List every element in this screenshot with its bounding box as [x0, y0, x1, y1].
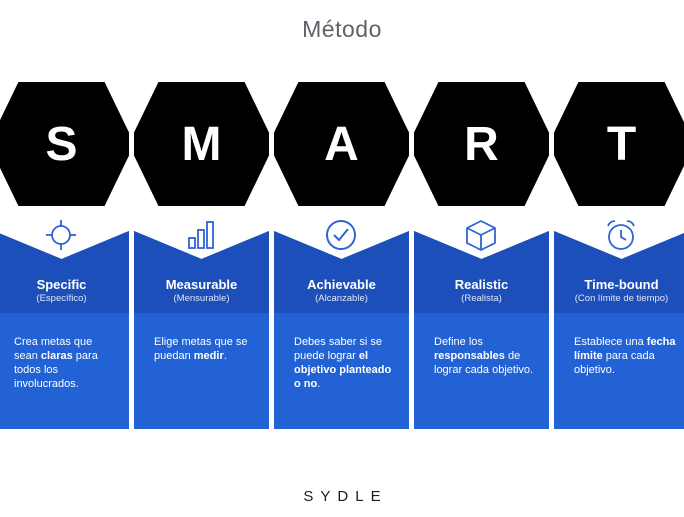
alarm-clock-icon	[604, 218, 638, 252]
item-description: Elige metas que se puedan medir.	[154, 335, 258, 363]
description-highlight: fecha límite	[574, 336, 676, 362]
item-name: Realistic	[454, 277, 509, 292]
hexagon-shape	[134, 82, 269, 206]
description-text: Establece una	[574, 336, 647, 348]
crosshair-icon	[44, 218, 78, 252]
item-description: Crea metas que sean claras para todos lo…	[14, 335, 118, 391]
item-name: Measurable	[165, 277, 238, 292]
card-body-bg	[554, 313, 684, 429]
smart-column-a: A Achievable(Alcanzable) Debes saber si se…	[274, 72, 409, 429]
hexagon-shape	[414, 82, 549, 206]
item-subtitle: (Mensurable)	[173, 293, 230, 304]
item-card	[134, 231, 269, 429]
item-name: Specific	[36, 277, 87, 292]
item-card	[274, 231, 409, 429]
description-text: .	[223, 350, 227, 362]
hexagon-shape	[0, 82, 129, 206]
bar-chart-icon	[184, 218, 218, 252]
smart-column-r: R Realistic(Realista) Define los responsab…	[414, 72, 549, 429]
hexagon-shape	[554, 82, 684, 206]
hexagon-letter: M	[181, 117, 222, 171]
page-title: Método	[302, 16, 382, 42]
description-text: Crea metas que sean	[14, 336, 93, 362]
description-text: Debes saber si se puede lograr	[294, 336, 383, 362]
cube-icon	[464, 218, 498, 252]
item-description: Debes saber si se puede lograr el objeti…	[294, 335, 398, 391]
card-body-bg	[134, 313, 269, 429]
description-text: Elige metas que se puedan	[154, 336, 248, 362]
check-circle-icon	[324, 218, 358, 252]
description-text: de lograr cada objetivo.	[434, 350, 534, 376]
hexagon-letter: T	[606, 117, 637, 171]
description-text: para todos los involucrados.	[14, 350, 98, 390]
item-subtitle: (Alcanzable)	[315, 293, 368, 304]
item-subtitle: (Específico)	[36, 293, 87, 304]
smart-column-s: S Specific(Específico) Crea metas que sean…	[0, 72, 129, 429]
hexagon-shape	[274, 82, 409, 206]
description-text: Define los	[434, 336, 483, 348]
hexagon-letter: R	[464, 117, 499, 171]
smart-column-m: M Measurable(Mensurable) Elige metas que s…	[134, 72, 269, 429]
item-description: Establece una fecha límite para cada obj…	[574, 335, 678, 377]
smart-column-t: T Time-bound(Con límite de tiempo) Estable…	[554, 72, 684, 429]
card-body-bg	[274, 313, 409, 429]
description-highlight: medir	[193, 350, 224, 362]
item-card	[414, 231, 549, 429]
item-subtitle: (Realista)	[461, 293, 502, 304]
item-description: Define los responsables de lograr cada o…	[434, 335, 538, 377]
card-body-bg	[0, 313, 129, 429]
description-highlight: el objetivo planteado o no	[294, 350, 392, 390]
description-text: para cada objetivo.	[574, 350, 655, 376]
description-text: .	[317, 378, 321, 390]
item-subtitle: (Con límite de tiempo)	[574, 293, 669, 304]
sydle-logo: SYDLE	[303, 488, 388, 505]
card-body-bg	[414, 313, 549, 429]
item-card	[0, 231, 129, 429]
hexagon-letter: S	[45, 117, 78, 171]
item-card	[554, 231, 684, 429]
item-name: Achievable	[307, 277, 376, 292]
hexagon-letter: A	[324, 117, 359, 171]
item-name: Time-bound	[584, 277, 659, 292]
description-highlight: claras	[40, 350, 73, 362]
description-highlight: responsables	[434, 350, 505, 362]
